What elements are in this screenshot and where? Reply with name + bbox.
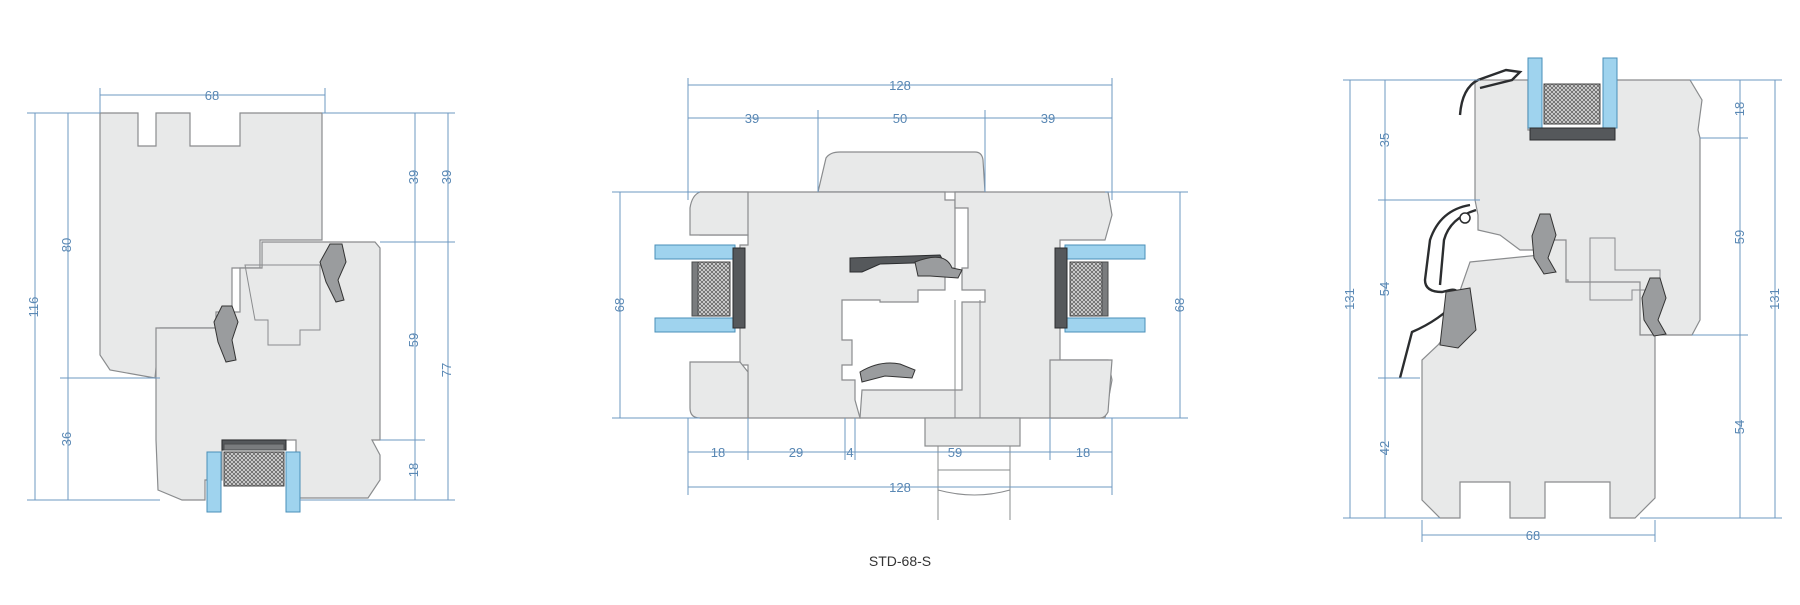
left-dim-right-upper: 39 <box>406 170 421 184</box>
left-dim-top-width: 68 <box>205 88 219 103</box>
middle-dim-height-left: 68 <box>612 298 627 312</box>
middle-top-cap <box>817 151 986 193</box>
right-dim-left-c: 42 <box>1377 441 1392 455</box>
left-dim-sash-height: 80 <box>59 238 74 252</box>
middle-dim-top-right: 39 <box>1041 111 1055 126</box>
middle-dim-top-left: 39 <box>745 111 759 126</box>
right-frame-profile <box>1421 239 1656 519</box>
middle-right-glass-bottom <box>1064 317 1146 333</box>
right-glass-left <box>1527 57 1543 129</box>
middle-left-glass-top <box>654 244 736 260</box>
middle-left-seal-inner <box>691 261 699 317</box>
left-dimensions <box>27 88 455 501</box>
right-section: 131 35 54 42 18 59 54 131 68 <box>1342 57 1782 543</box>
middle-dimensions <box>612 78 1188 495</box>
right-sill-seal <box>1439 287 1477 349</box>
middle-top-gasket <box>849 254 945 273</box>
middle-handle <box>924 418 1021 520</box>
right-spacer <box>1529 127 1616 141</box>
middle-left-spacer <box>732 247 746 329</box>
right-dim-right-a: 18 <box>1732 102 1747 116</box>
right-foam <box>1543 83 1601 125</box>
middle-handle-rose <box>924 417 1021 447</box>
left-rebate-chamber <box>244 264 321 346</box>
left-bead-seal <box>223 443 285 451</box>
left-dim-frame-height: 36 <box>59 432 74 446</box>
right-screw <box>1459 212 1471 224</box>
middle-right-foam <box>1069 261 1103 317</box>
right-weather-drip <box>1458 68 1523 116</box>
left-upper-gasket <box>319 243 347 303</box>
right-dim-right-b: 59 <box>1732 230 1747 244</box>
middle-low-gasket <box>859 362 916 383</box>
left-foam-core <box>223 451 285 487</box>
middle-dim-bottom-e: 18 <box>1076 445 1090 460</box>
middle-dim-bottom-a: 18 <box>711 445 725 460</box>
middle-dim-overall-top: 128 <box>889 78 911 93</box>
right-dim-overall-height-right: 131 <box>1767 288 1782 310</box>
right-drip-inner <box>1438 208 1477 286</box>
right-lower-gasket <box>1641 277 1667 337</box>
middle-left-glass-bottom <box>654 317 736 333</box>
left-dim-overall-height: 116 <box>26 297 41 318</box>
left-dim-right-upper-outer: 39 <box>439 170 454 184</box>
left-section: 68 116 80 36 39 39 59 77 18 <box>26 88 455 513</box>
middle-mid-gasket <box>914 256 963 279</box>
middle-dim-height-right: 68 <box>1172 298 1187 312</box>
middle-right-sash <box>859 191 1113 419</box>
right-dim-left-a: 35 <box>1377 133 1392 147</box>
drawing-caption: STD-68-S <box>868 553 932 569</box>
middle-dim-bottom-b: 29 <box>789 445 803 460</box>
middle-section: 128 39 50 39 68 68 18 29 4 59 18 128 <box>612 78 1188 520</box>
middle-left-foam <box>697 261 731 317</box>
middle-dim-bottom-c: 4 <box>846 445 853 460</box>
right-glass-right <box>1602 57 1618 129</box>
middle-left-glazing-bead <box>689 361 749 419</box>
middle-dim-top-mid: 50 <box>893 111 907 126</box>
left-dim-right-lower: 18 <box>406 463 421 477</box>
right-dim-overall-height-left: 131 <box>1342 288 1357 310</box>
left-dim-right-outer: 77 <box>439 363 454 377</box>
right-dimensions <box>1343 79 1782 542</box>
middle-right-seal-inner <box>1101 261 1109 317</box>
middle-dim-bottom-d: 59 <box>948 445 962 460</box>
middle-right-spacer <box>1054 247 1068 329</box>
left-lower-gasket <box>213 305 239 363</box>
right-dim-right-c: 54 <box>1732 420 1747 434</box>
left-glass-outer <box>285 451 301 513</box>
right-dim-left-b: 54 <box>1377 282 1392 296</box>
right-dim-bottom-width: 68 <box>1526 528 1540 543</box>
middle-dim-overall-bottom: 128 <box>889 480 911 495</box>
right-center-gasket <box>1531 213 1557 275</box>
left-glass-inner <box>206 451 222 513</box>
middle-right-glass-top <box>1064 244 1146 260</box>
middle-right-glazing-bead <box>1049 359 1113 419</box>
middle-left-glazing-bead-top <box>689 191 749 236</box>
left-dim-right-mid: 59 <box>406 333 421 347</box>
left-frame-profile <box>155 241 381 501</box>
